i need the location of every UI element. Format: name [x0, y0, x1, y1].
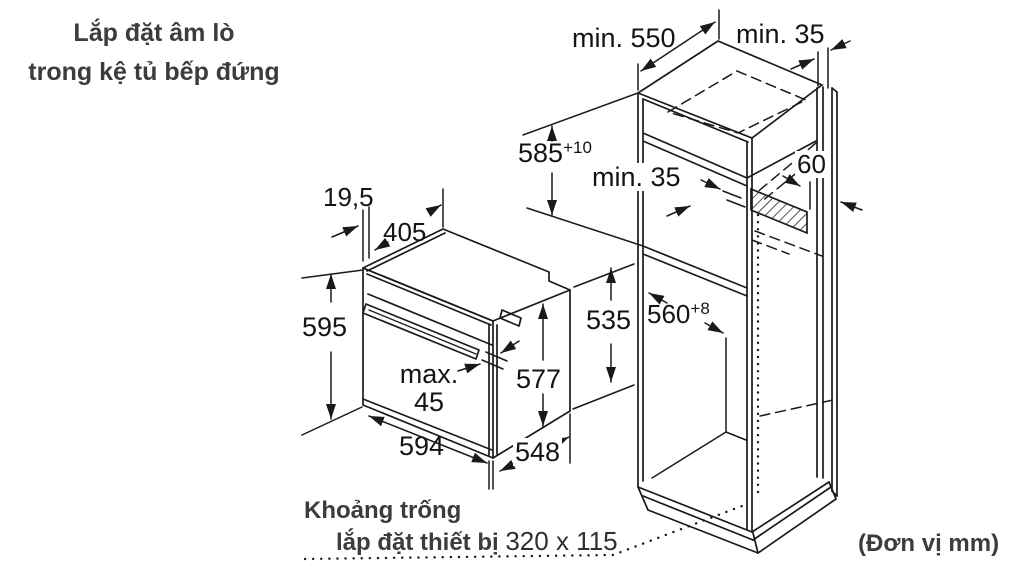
dim-shelf-back-gap-label: min. 35 — [590, 162, 683, 192]
dim-niche-height-value: 585 — [518, 138, 564, 168]
dim-niche-depth-label: 560+8 — [647, 299, 710, 329]
dim-niche-height-label: 585+10 — [518, 138, 592, 168]
dim-cabinet-depth-label: min. 550 — [572, 23, 676, 53]
dim-vent-cutout-label: 60 — [795, 149, 828, 179]
dim-door-thickness-word: max. — [399, 359, 459, 389]
dim-oven-body-height-label: 577 — [516, 364, 562, 394]
oven-side-grip — [499, 309, 522, 327]
dim-oven-top-depth-label: 405 — [383, 217, 427, 247]
dim-oven-back-height-label: 535 — [586, 305, 632, 335]
dim-niche-depth-value: 560 — [647, 299, 691, 329]
clearance-value: 320 x 115 — [505, 526, 618, 556]
dim-niche-height-tolerance: +10 — [563, 138, 592, 157]
clearance-label-line2-text: lắp đặt thiết bị — [336, 529, 499, 556]
tall-cabinet-drawing — [636, 40, 838, 554]
dim-frame-offset-label: 19,5 — [323, 182, 374, 212]
dim-oven-width-label: 594 — [399, 431, 445, 461]
clearance-label-line1: Khoảng trống — [304, 497, 462, 524]
clearance-leader-dotted-line — [303, 504, 744, 561]
clearance-label-line2: lắp đặt thiết bị 320 x 115 — [336, 526, 618, 557]
cabinet-dimension-lines — [522, 9, 863, 433]
dim-oven-front-height-label: 595 — [302, 312, 348, 342]
vent-cutout-hatch — [750, 187, 808, 235]
dim-door-thickness-value: 45 — [413, 387, 445, 418]
dim-niche-depth-tolerance: +8 — [690, 299, 710, 318]
oven-dimension-lines — [301, 188, 635, 490]
hidden-edge-dashed-lines — [666, 70, 834, 417]
diagram-title-line2: trong kệ tủ bếp đứng — [28, 58, 280, 86]
dim-wall-gap-top-label: min. 35 — [736, 19, 825, 49]
dim-door-thickness-label: max. 45 — [388, 360, 470, 417]
dim-oven-body-depth-label: 548 — [513, 437, 563, 467]
oven-door-handle — [362, 303, 480, 360]
unit-note: (Đơn vị mm) — [858, 530, 1000, 557]
oven-drawing — [362, 228, 571, 459]
diagram-title-line1: Lắp đặt âm lò — [73, 19, 235, 47]
diagram-title: Lắp đặt âm lò trong kệ tủ bếp đứng — [26, 14, 282, 92]
